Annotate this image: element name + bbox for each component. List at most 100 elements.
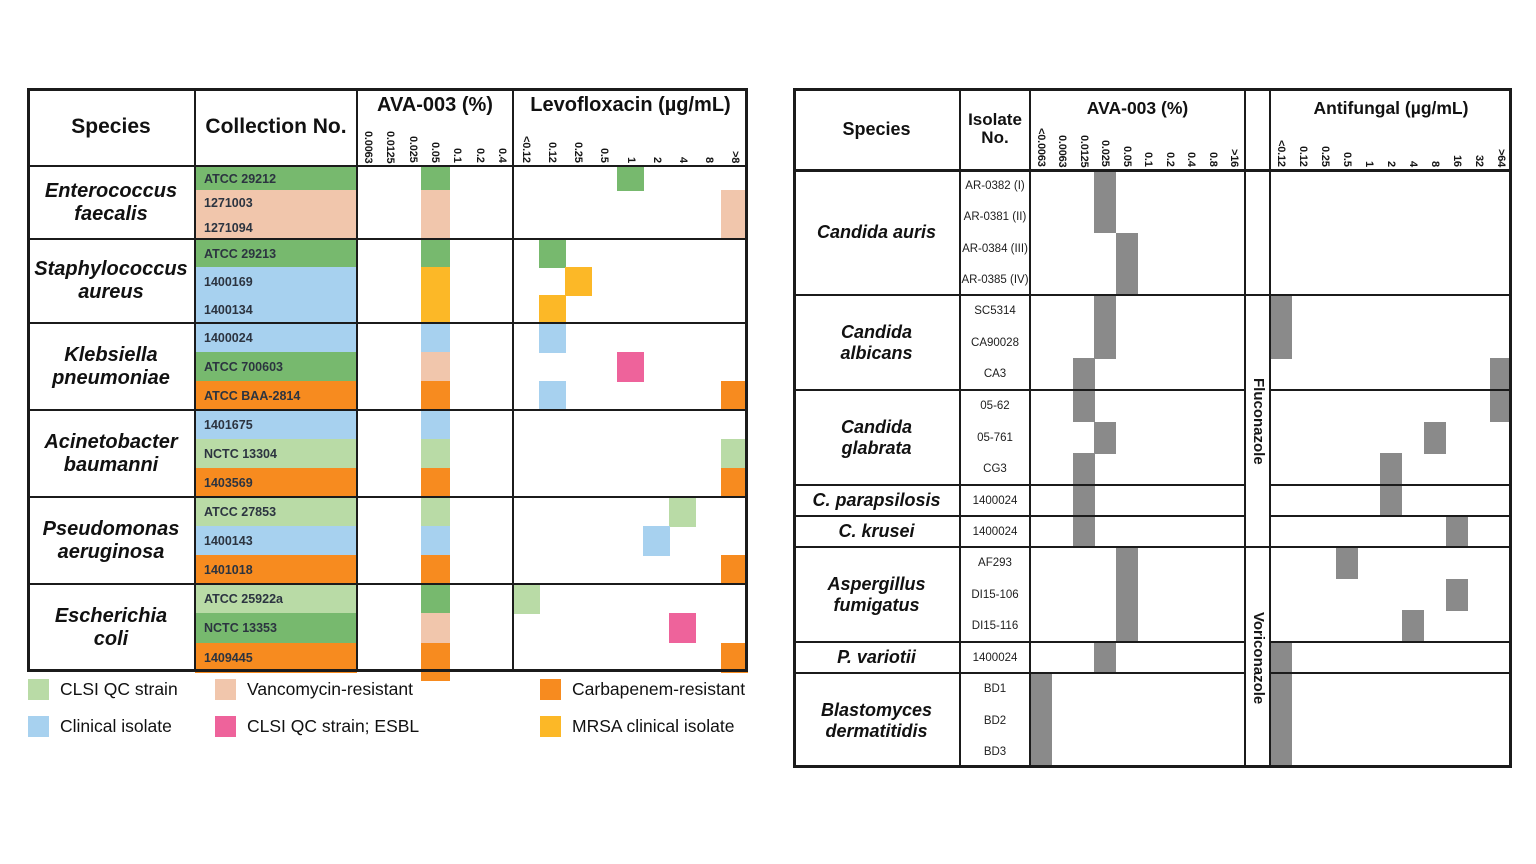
left-ava-tick: 0.1 bbox=[451, 148, 463, 163]
mic-cell-ava bbox=[1073, 390, 1095, 422]
mic-cell-ava bbox=[421, 239, 450, 268]
mic-cell-antifungal bbox=[1446, 516, 1468, 548]
mic-cell-ava bbox=[421, 166, 450, 191]
grid-line-vertical bbox=[1269, 88, 1271, 768]
voriconazole-label: Voriconazole bbox=[1250, 612, 1267, 705]
collection-cell: 1409445 bbox=[195, 643, 357, 673]
mic-cell-levofloxacin bbox=[669, 613, 696, 643]
left-header-ava: AVA-003 (%) bbox=[377, 93, 493, 116]
mic-cell-ava bbox=[421, 613, 450, 643]
grid-line-horizontal bbox=[27, 409, 748, 411]
isolate-cell: AR-0385 (IV) bbox=[961, 273, 1029, 286]
legend-swatch-esbl bbox=[215, 716, 236, 737]
left-ava-tick: 0.4 bbox=[496, 148, 508, 163]
mic-cell-levofloxacin bbox=[617, 166, 644, 191]
mic-cell-ava bbox=[1094, 295, 1116, 327]
left-species-cell: Escherichia coli bbox=[54, 605, 168, 650]
grid-line-horizontal bbox=[793, 294, 1512, 296]
right-antifungal-tick: <0.12 bbox=[1275, 140, 1287, 167]
mic-cell-levofloxacin bbox=[721, 381, 748, 411]
mic-cell-levofloxacin bbox=[721, 643, 748, 673]
isolate-cell: 1400024 bbox=[972, 525, 1018, 538]
right-antifungal-tick: 8 bbox=[1429, 161, 1441, 167]
mic-cell-ava bbox=[1073, 358, 1095, 390]
mic-cell-ava bbox=[421, 643, 450, 681]
mic-cell-levofloxacin bbox=[513, 584, 540, 614]
right-species-cell: P. variotii bbox=[837, 647, 916, 668]
collection-cell: 1271094 bbox=[195, 215, 357, 240]
isolate-cell: SC5314 bbox=[974, 305, 1016, 317]
mic-cell-ava bbox=[1116, 579, 1138, 611]
collection-cell: NCTC 13353 bbox=[195, 613, 357, 643]
isolate-cell: CA90028 bbox=[971, 337, 1019, 349]
mic-cell-ava bbox=[421, 584, 450, 614]
mic-cell-levofloxacin bbox=[721, 439, 748, 469]
grid-line-horizontal bbox=[1270, 484, 1512, 486]
grid-line-vertical bbox=[194, 88, 196, 672]
right-ava-tick: 0.0125 bbox=[1078, 135, 1090, 168]
mic-cell-ava bbox=[421, 526, 450, 556]
right-ava-tick: 0.025 bbox=[1099, 140, 1111, 167]
collection-cell: 1271003 bbox=[195, 190, 357, 215]
isolate-cell: 1400024 bbox=[972, 651, 1018, 664]
left-table-border bbox=[27, 88, 748, 672]
left-levo-tick: >8 bbox=[729, 151, 741, 164]
collection-cell: ATCC 29212 bbox=[195, 166, 357, 191]
collection-cell: 1400143 bbox=[195, 526, 357, 556]
right-table-border bbox=[793, 88, 1512, 768]
grid-line-horizontal bbox=[793, 484, 1245, 486]
isolate-cell: AR-0382 (I) bbox=[965, 179, 1025, 192]
mic-cell-ava bbox=[1073, 453, 1095, 485]
left-species-cell: Pseudomonas aeruginosa bbox=[42, 517, 180, 563]
mic-cell-antifungal bbox=[1380, 485, 1402, 517]
right-antifungal-tick: 0.25 bbox=[1319, 146, 1331, 167]
isolate-cell: BD2 bbox=[983, 715, 1007, 727]
right-species-cell: Candida glabrata bbox=[840, 416, 912, 458]
right-ava-tick: 0.8 bbox=[1207, 152, 1219, 167]
mic-cell-ava bbox=[421, 190, 450, 215]
legend-item-mrsa: MRSA clinical isolate bbox=[540, 716, 734, 737]
left-levo-tick: 1 bbox=[625, 157, 637, 163]
mic-cell-antifungal bbox=[1270, 295, 1292, 327]
left-header-levofloxacin: Levofloxacin (µg/mL) bbox=[530, 93, 731, 116]
legend-swatch-vancomycin-resistant bbox=[215, 679, 236, 700]
left-levo-tick: 2 bbox=[651, 157, 663, 163]
collection-cell: 1400169 bbox=[195, 267, 357, 296]
mic-cell-ava bbox=[421, 555, 450, 585]
mic-cell-ava bbox=[421, 468, 450, 498]
legend-label: Carbapenem-resistant bbox=[572, 679, 746, 699]
mic-cell-levofloxacin bbox=[617, 352, 644, 382]
legend-label: CLSI QC strain bbox=[60, 679, 178, 699]
right-header-species: Species bbox=[842, 118, 911, 139]
right-antifungal-tick: 2 bbox=[1385, 161, 1397, 167]
left-levo-tick: 0.12 bbox=[546, 142, 558, 163]
right-antifungal-tick: 0.5 bbox=[1341, 152, 1353, 167]
right-header-ava: AVA-003 (%) bbox=[1086, 97, 1189, 118]
mic-cell-ava bbox=[421, 381, 450, 411]
grid-line-horizontal bbox=[27, 583, 748, 585]
right-species-cell: Aspergillus fumigatus bbox=[827, 573, 926, 615]
mic-cell-levofloxacin bbox=[721, 190, 748, 215]
right-species-cell: C. krusei bbox=[838, 521, 915, 542]
left-levo-tick: <0.12 bbox=[520, 136, 532, 163]
mic-cell-ava bbox=[1094, 170, 1116, 202]
isolate-cell: DI15-116 bbox=[971, 620, 1019, 632]
isolate-cell: CA3 bbox=[983, 368, 1007, 380]
left-ava-tick: 0.0063 bbox=[362, 131, 374, 164]
right-antifungal-tick: 4 bbox=[1407, 161, 1419, 167]
legend-swatch-clinical-isolate bbox=[28, 716, 49, 737]
right-ava-tick: 0.05 bbox=[1121, 146, 1133, 167]
legend-swatch-carbapenem-resistant bbox=[540, 679, 561, 700]
mic-cell-ava bbox=[421, 215, 450, 240]
mic-cell-antifungal bbox=[1490, 358, 1512, 390]
mic-cell-ava bbox=[1116, 264, 1138, 296]
legend-item-carbapenem-resistant: Carbapenem-resistant bbox=[540, 679, 745, 700]
right-species-cell: Blastomyces dermatitidis bbox=[820, 699, 933, 741]
grid-line-horizontal bbox=[793, 672, 1245, 674]
left-ava-tick: 0.025 bbox=[407, 136, 419, 163]
right-ava-tick: 0.4 bbox=[1185, 152, 1197, 167]
grid-line-horizontal bbox=[1270, 389, 1512, 391]
mic-cell-ava bbox=[1094, 642, 1116, 674]
mic-cell-ava bbox=[1116, 547, 1138, 579]
